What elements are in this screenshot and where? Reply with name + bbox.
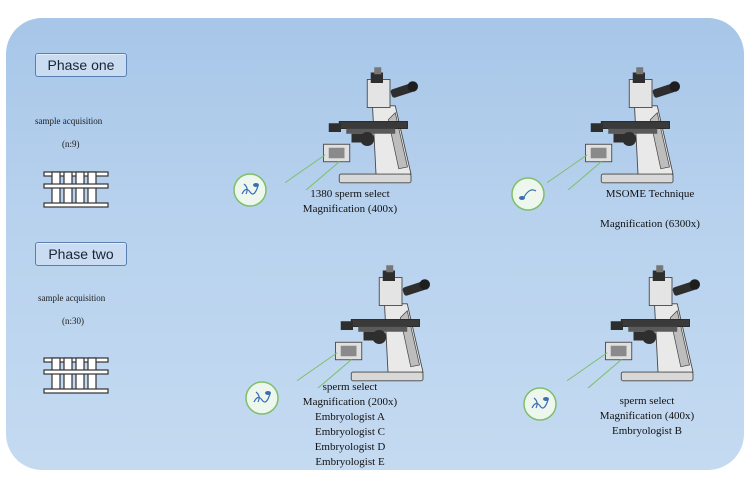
caption-line: Magnification (400x) xyxy=(302,203,398,215)
microscope-icon xyxy=(546,66,680,190)
caption-line xyxy=(580,202,720,217)
phase-one-count: (n:9) xyxy=(62,139,80,149)
phase-one-left-caption: 1380 sperm select Magnification (400x) xyxy=(290,187,410,217)
caption-line: Magnification (200x) xyxy=(302,396,398,408)
phase-one-sample-label: sample acquisition xyxy=(35,116,103,126)
caption-line: Embryologist E xyxy=(315,456,385,468)
caption-line: 1380 sperm select xyxy=(310,188,390,200)
phase-two-label: Phase two xyxy=(35,242,127,266)
sperm-sample-icon xyxy=(523,387,557,421)
caption-line: sperm select xyxy=(322,381,378,393)
test-tube-rack-icon xyxy=(43,171,109,208)
caption-line: Embryologist C xyxy=(315,426,385,438)
caption-line: Embryologist D xyxy=(314,441,386,453)
sperm-sample-icon xyxy=(233,173,267,207)
sperm-sample-icon xyxy=(245,381,279,415)
caption-line: MSOME Technique xyxy=(605,188,695,200)
phase-two-sample-label: sample acquisition xyxy=(38,293,106,303)
caption-line: sperm select xyxy=(619,395,675,407)
phase-two-left-caption: sperm select Magnification (200x) Embryo… xyxy=(290,380,410,470)
phase-one-right-caption: MSOME Technique Magnification (6300x) xyxy=(580,187,720,232)
phase-two-right-caption: sperm select Magnification (400x) Embryo… xyxy=(582,394,712,439)
caption-line: Magnification (400x) xyxy=(599,410,695,422)
caption-line: Embryologist B xyxy=(612,425,682,437)
caption-line: Magnification (6300x) xyxy=(600,218,700,230)
caption-line: Embryologist A xyxy=(315,411,385,423)
sperm-sample-icon xyxy=(511,177,545,211)
microscope-icon xyxy=(296,264,430,388)
microscope-icon xyxy=(566,264,700,388)
test-tube-rack-icon xyxy=(43,357,109,394)
phase-two-count: (n:30) xyxy=(62,316,84,326)
microscope-icon xyxy=(284,66,418,190)
phase-one-label: Phase one xyxy=(35,53,127,77)
